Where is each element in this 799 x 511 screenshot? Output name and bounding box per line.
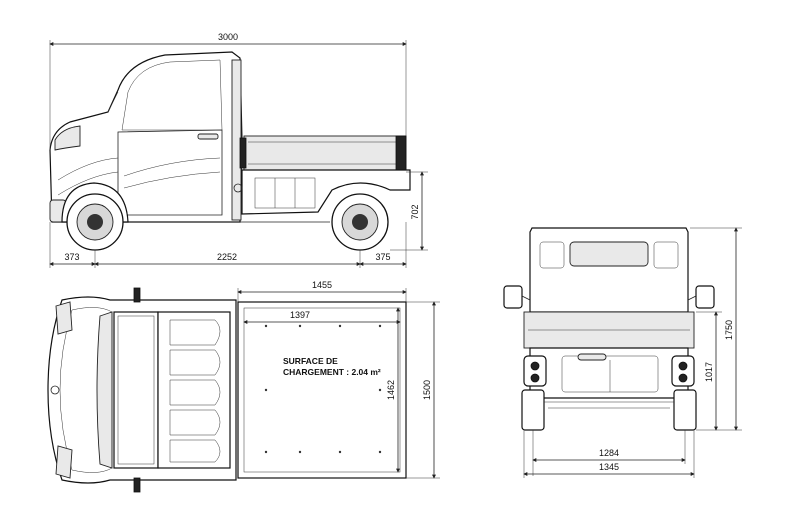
rear-window <box>569 241 649 267</box>
top-mirror-right <box>133 477 141 493</box>
rear-tail-light-right <box>671 355 695 387</box>
dim-overall-length: 3000 <box>218 32 238 42</box>
dim-overall-width: 1345 <box>599 462 619 472</box>
side-cargo-bed <box>243 135 407 171</box>
top-logo <box>50 385 60 395</box>
rear-mirror-right <box>695 285 715 309</box>
side-window <box>121 59 223 131</box>
top-mirror-left <box>133 287 141 303</box>
dim-rear-height: 1017 <box>704 362 714 382</box>
side-door <box>117 129 223 216</box>
load-area-label-line1: SURFACE DE <box>283 356 338 366</box>
dim-bed-height: 702 <box>410 204 420 219</box>
rear-view: 1750 1017 1284 1345 <box>503 227 742 478</box>
side-rear-wheel <box>331 193 389 251</box>
rear-tail-light-left <box>523 355 547 387</box>
side-cab-body <box>49 51 243 223</box>
dim-bed-outer-width: 1500 <box>422 380 432 400</box>
top-roof-panel <box>113 311 159 469</box>
dim-bed-inner-width: 1462 <box>386 380 396 400</box>
rear-cab <box>529 227 689 313</box>
rear-lower-body <box>529 347 689 399</box>
load-area-label-line2: CHARGEMENT : 2.04 m² <box>283 367 381 377</box>
side-bed-front-post <box>239 137 247 169</box>
side-front-wheel <box>61 182 129 251</box>
rear-mirror-left <box>503 285 523 309</box>
dim-overall-height: 1750 <box>724 320 734 340</box>
side-bed-tailgate-post <box>395 135 407 171</box>
side-chassis <box>241 169 411 215</box>
rear-wheel-left <box>521 389 545 431</box>
dim-bed-outer-length: 1455 <box>312 280 332 290</box>
dim-track-width: 1284 <box>599 448 619 458</box>
top-view: SURFACE DE CHARGEMENT : 2.04 m² 1455 139… <box>47 280 440 493</box>
dim-front-overhang: 373 <box>64 252 79 262</box>
door-handle <box>197 133 219 140</box>
dim-rear-overhang: 375 <box>375 252 390 262</box>
top-chassis-frame <box>157 311 231 469</box>
side-view: 3000 373 2252 375 702 <box>49 32 428 268</box>
rear-wheel-right <box>673 389 697 431</box>
dim-wheelbase: 2252 <box>217 252 237 262</box>
dim-bed-inner-length: 1397 <box>290 310 310 320</box>
side-headlight <box>54 125 81 151</box>
